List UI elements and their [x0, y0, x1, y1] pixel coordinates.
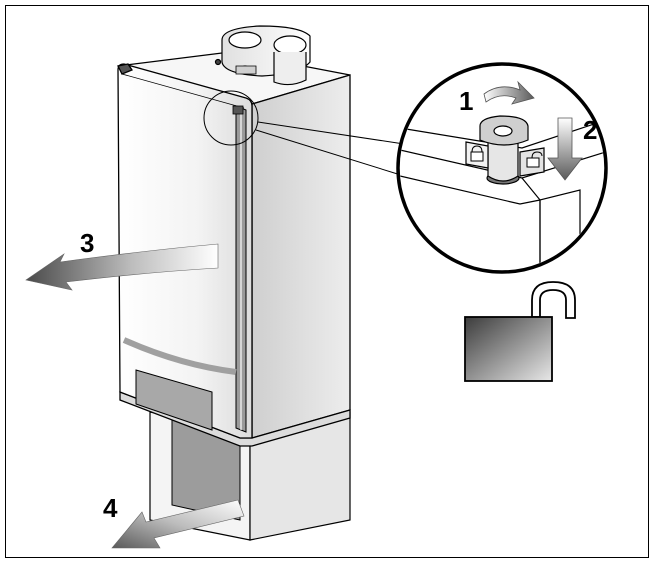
lock-icon: [470, 145, 484, 162]
open-panel-arrow-icon: [25, 243, 219, 291]
step-2-label: 2: [583, 115, 597, 145]
unlock-icon: [526, 151, 543, 168]
step-4-label: 4: [103, 493, 118, 523]
zoom-detail: [396, 62, 608, 274]
remove-cover-arrow-icon: [111, 499, 245, 549]
callout-line-upper: [257, 121, 405, 145]
rotate-arrow-icon: [483, 80, 535, 105]
flue-outlet: [214, 25, 311, 86]
step-3-label: 3: [80, 228, 94, 258]
detail-callout: [203, 90, 405, 177]
step-1-label: 1: [459, 86, 473, 116]
callout-line-lower: [255, 129, 405, 177]
press-down-arrow-icon: [547, 117, 583, 181]
detail-marker-circle: [203, 90, 259, 146]
boiler-body: [117, 51, 351, 447]
unlocked-padlock-icon: [464, 281, 576, 382]
